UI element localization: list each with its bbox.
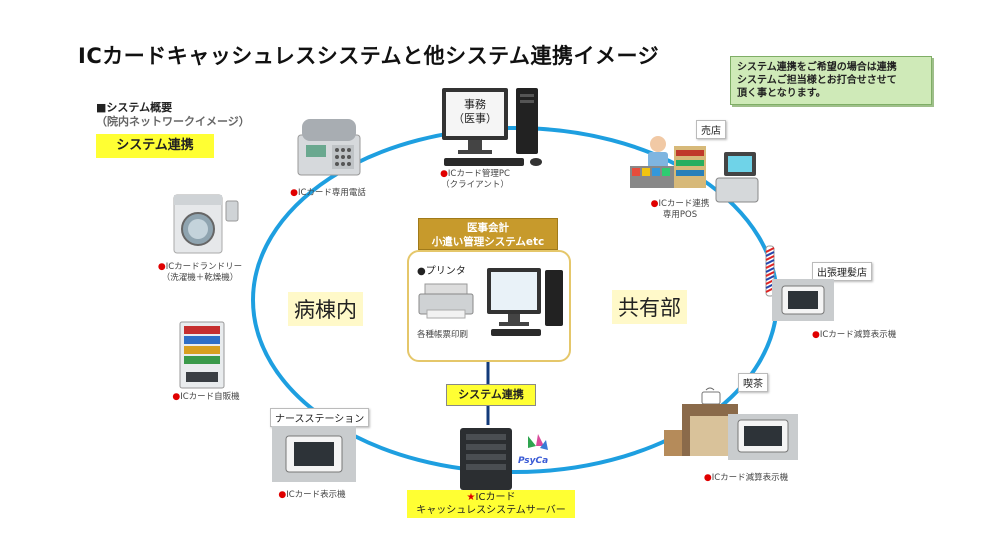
- nurse-station-tag: ナースステーション: [270, 408, 370, 427]
- laundry-label: ●ICカードランドリー （洗濯機＋乾燥機）: [145, 262, 255, 284]
- laundry-label-1: ICカードランドリー: [165, 262, 243, 272]
- center-header-line-1: 医事会計: [467, 222, 509, 234]
- office-pc-icon: [442, 88, 542, 166]
- vending-icon: [179, 321, 225, 389]
- office-pc: 事務 （医事）: [440, 86, 550, 168]
- office-pc-screen-text: 事務 （医事）: [446, 98, 504, 126]
- server-icon: [460, 428, 512, 490]
- barber-tag: 出張理髪店: [812, 262, 872, 281]
- shop-pos-icon: [630, 136, 759, 203]
- note-line-2: システムご担当様とお打合せさせて: [737, 75, 897, 86]
- laundry-icon: [173, 194, 239, 254]
- shop-label: ●ICカード連携 専用POS: [640, 199, 720, 221]
- server-label: ★ICカード キャッシュレスシステムサーバー: [407, 490, 575, 518]
- zone-ward: 病棟内: [288, 292, 363, 326]
- vending-label-1: ICカード自販機: [180, 392, 240, 402]
- office-pc-screen-line-1: 事務: [464, 98, 486, 111]
- print-caption: 各種帳票印刷: [417, 330, 469, 340]
- center-link-label: システム連携: [446, 384, 536, 406]
- center-pc-icon: [487, 268, 563, 336]
- nurse-display-icon: [272, 426, 356, 482]
- psyca-logo-text: PsyCa: [518, 456, 549, 466]
- shop-label-1: ICカード連携: [658, 199, 710, 209]
- phone-icon: [297, 119, 361, 176]
- integration-note: システム連携をご希望の場合は連携 システムご担当様とお打合せさせて 頂く事となり…: [730, 56, 932, 105]
- overview-subheading: （院内ネットワークイメージ）: [96, 115, 250, 128]
- zone-shared: 共有部: [612, 290, 687, 324]
- cafe-tag: 喫茶: [738, 373, 768, 392]
- note-line-3: 頂く事となります。: [737, 88, 826, 99]
- cafe-label-1: ICカード減算表示機: [711, 473, 789, 483]
- nurse-label-1: ICカード表示機: [286, 490, 346, 500]
- nurse-label: ●ICカード表示機: [278, 490, 346, 500]
- cafe-label: ●ICカード減算表示機: [703, 473, 789, 483]
- overview-heading: ■システム概要: [96, 101, 173, 114]
- shop-tag: 売店: [696, 120, 726, 139]
- system-overview: ■システム概要 （院内ネットワークイメージ）: [96, 101, 250, 129]
- center-system-header: 医事会計 小遣い管理システムetc: [418, 218, 558, 250]
- page-title: ICカードキャッシュレスシステムと他システム連携イメージ: [78, 44, 660, 68]
- barber-display-icon: [772, 279, 834, 321]
- vending-label: ●ICカード自販機: [172, 392, 240, 402]
- server-label-2: キャッシュレスシステムサーバー: [416, 505, 566, 516]
- center-header-line-2: 小遣い管理システムetc: [431, 236, 545, 248]
- office-pc-label: ●ICカード管理PC （クライアント）: [420, 169, 530, 191]
- overview-link-label: システム連携: [96, 134, 214, 158]
- server-star: ★: [466, 492, 476, 503]
- cafe-icon: [664, 387, 798, 460]
- note-line-1: システム連携をご希望の場合は連携: [737, 62, 897, 73]
- phone-label: ●ICカード専用電話: [290, 188, 366, 198]
- phone-label-1: ICカード専用電話: [297, 188, 366, 198]
- printer-label: ●プリンタ: [417, 266, 466, 277]
- barber-label: ●ICカード減算表示機: [812, 330, 897, 340]
- laundry-label-2: （洗濯機＋乾燥機）: [161, 273, 239, 283]
- center-system-box: ●プリンタ 各種帳票印刷: [407, 250, 571, 362]
- office-pc-screen-line-2: （医事）: [453, 112, 497, 125]
- barber-label-1: ICカード減算表示機: [819, 330, 897, 340]
- shop-label-2: 専用POS: [662, 210, 698, 220]
- office-pc-label-1: ICカード管理PC: [447, 169, 510, 179]
- printer-icon: [418, 283, 474, 319]
- psyca-logo-icon: [528, 434, 548, 450]
- office-pc-label-2: （クライアント）: [441, 180, 509, 190]
- server-label-1: ICカード: [475, 492, 516, 503]
